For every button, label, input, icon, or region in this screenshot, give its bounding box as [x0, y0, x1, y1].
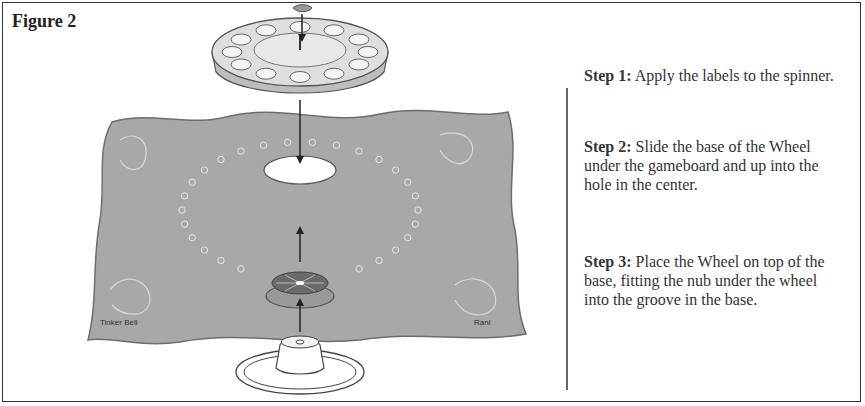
spinner-pointer: [299, 34, 301, 50]
step-text: Step 2: Slide the base of the Wheel unde…: [584, 137, 846, 194]
spinner-label: [293, 5, 312, 12]
arrow: [301, 14, 303, 38]
board-figure: [440, 133, 473, 164]
board-name: Rani: [474, 318, 490, 327]
figure-title: Figure 2: [12, 11, 76, 32]
divider-line: [566, 88, 568, 390]
board-figure: [455, 279, 496, 315]
step-number: Step 3:: [584, 253, 632, 270]
arrow: [299, 100, 301, 160]
arrow: [299, 302, 301, 332]
step-text: Step 3: Place the Wheel on top of the ba…: [584, 252, 846, 309]
board-figure: [120, 136, 146, 169]
wheel-cups: [222, 22, 378, 83]
step-instruction: Apply the labels to the spinner.: [635, 67, 834, 84]
gameboard: [88, 111, 526, 344]
step-text: Step 1: Apply the labels to the spinner.: [584, 66, 846, 85]
wheel-top: [212, 18, 388, 86]
step-number: Step 2:: [584, 138, 632, 155]
board-name: Tinker Bell: [100, 318, 138, 327]
arrow: [299, 230, 301, 262]
step-number: Step 1:: [584, 67, 632, 84]
board-figure: [110, 279, 150, 314]
board-hole: [264, 156, 336, 184]
label-disc: [272, 272, 328, 294]
wheel-center: [254, 33, 346, 67]
